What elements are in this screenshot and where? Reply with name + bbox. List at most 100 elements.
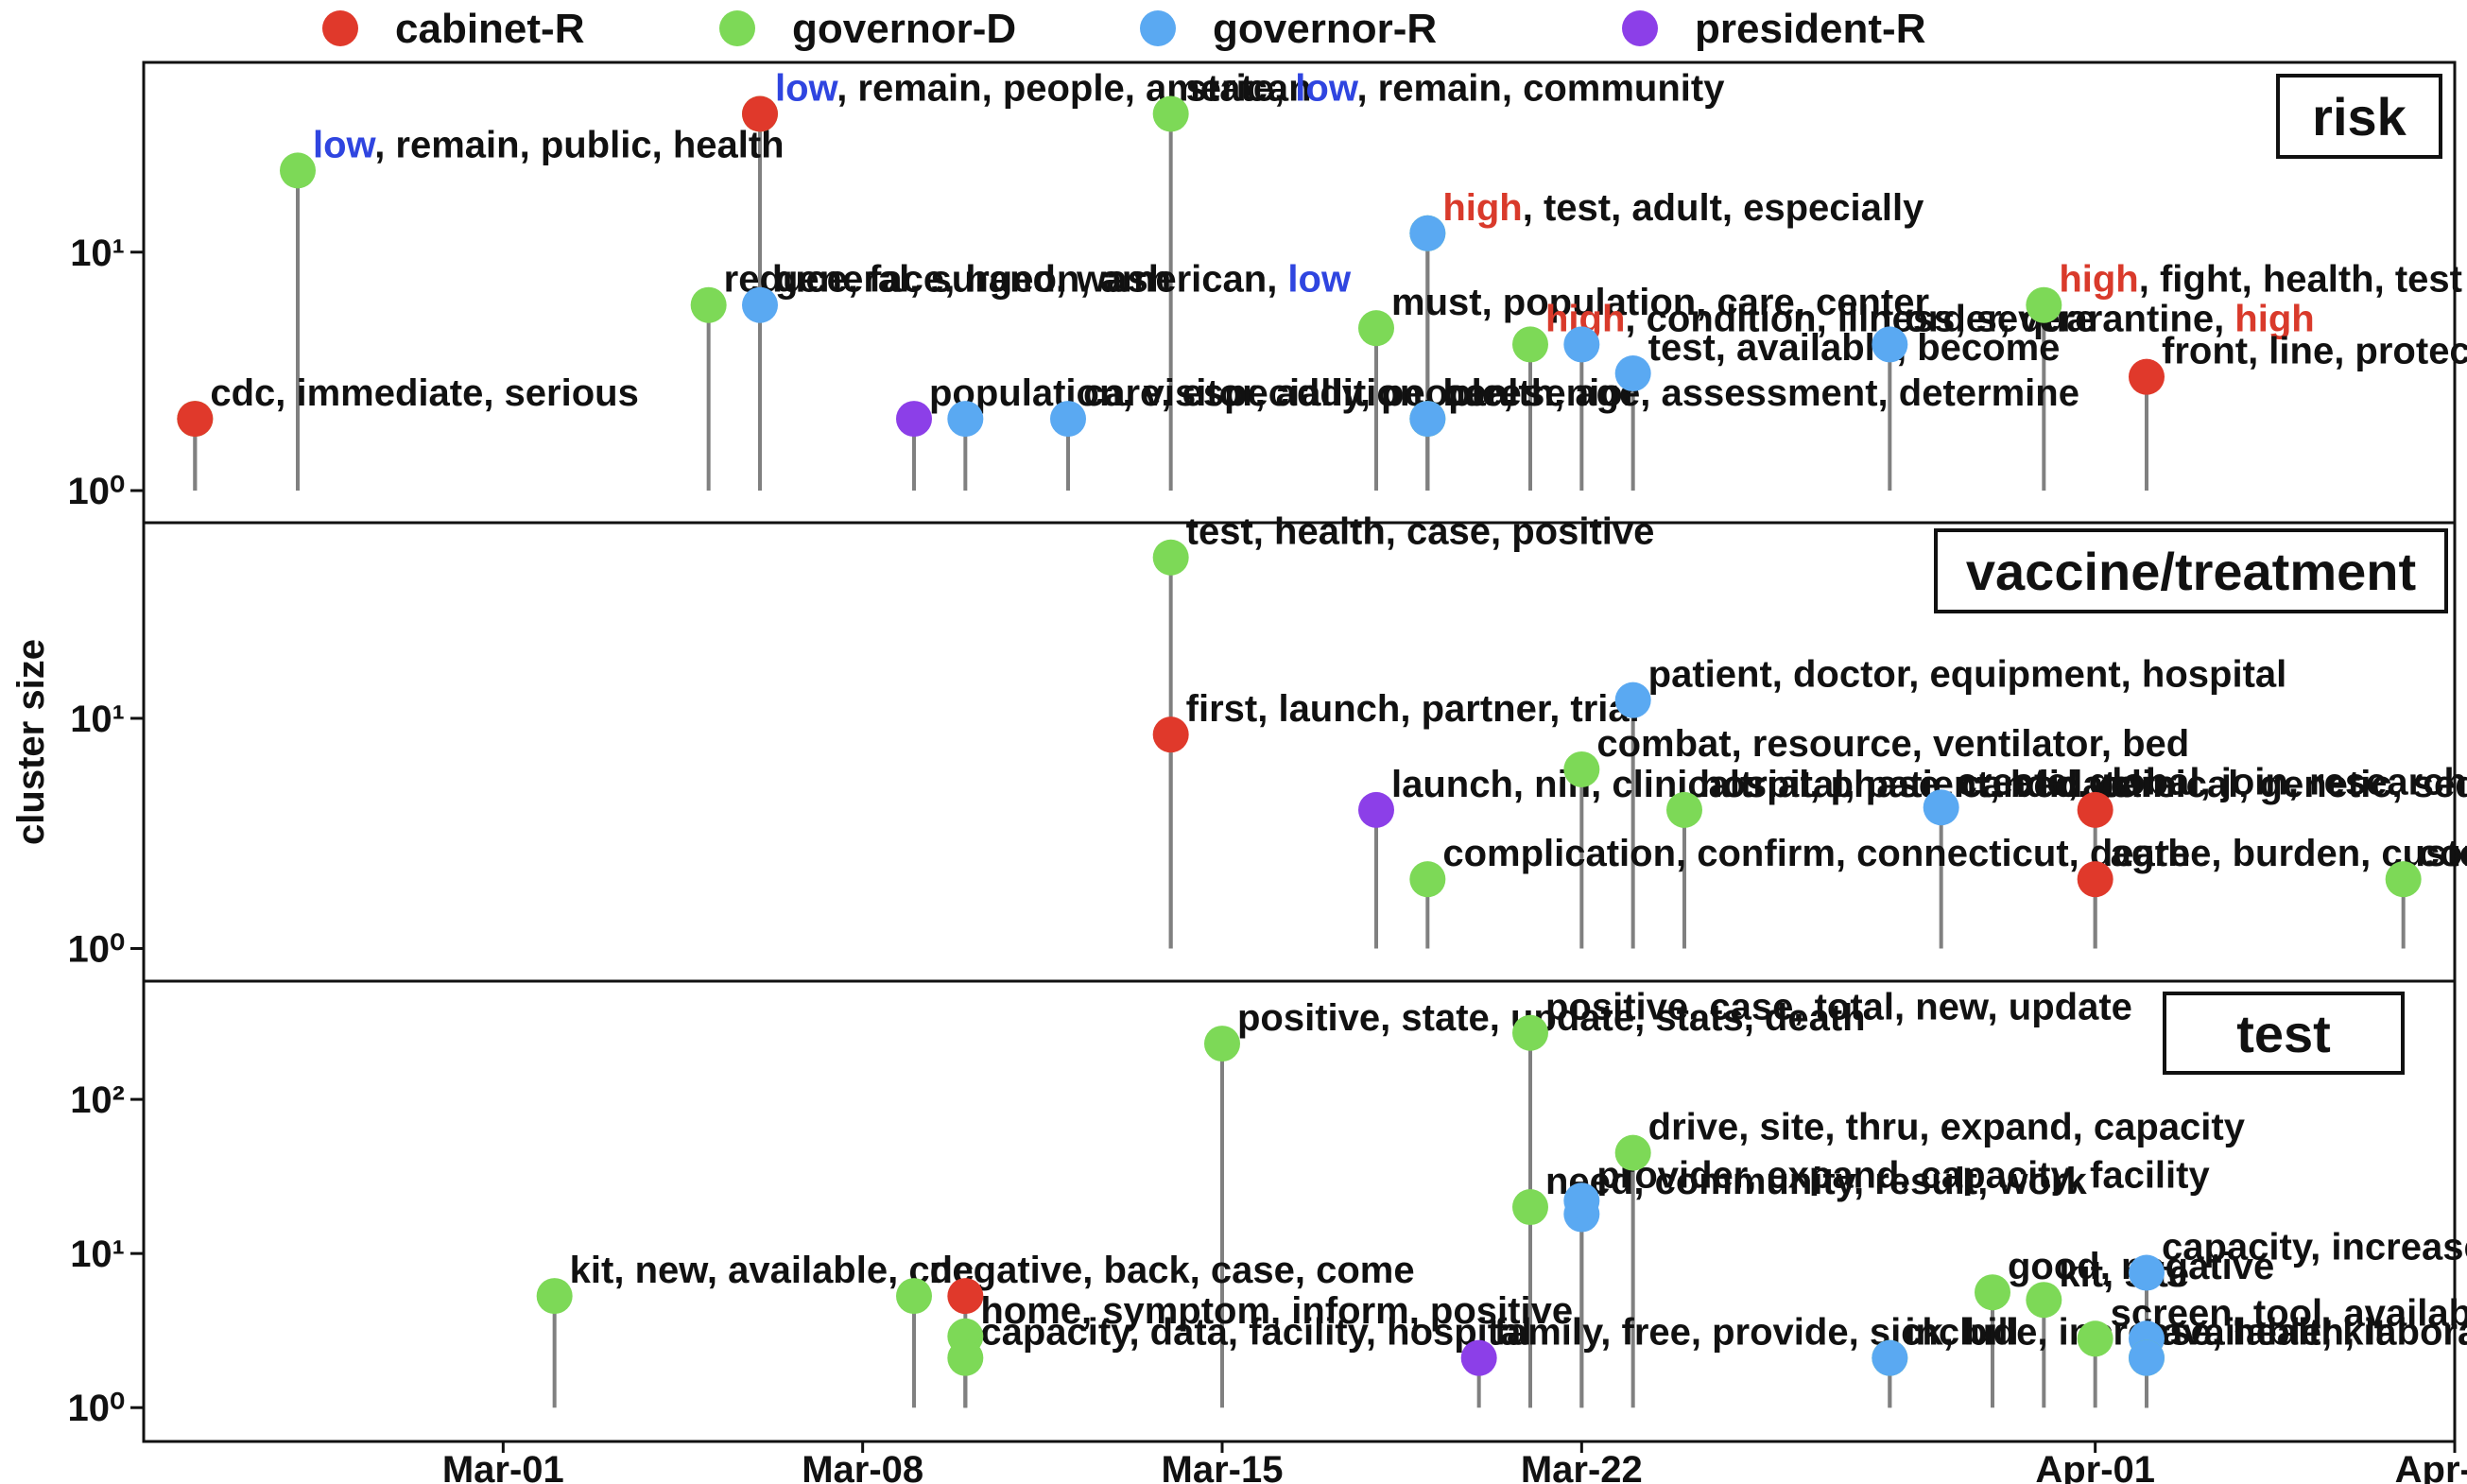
point-marker bbox=[1409, 215, 1446, 251]
point-marker bbox=[1050, 401, 1086, 438]
y-tick-label: 10¹ bbox=[70, 233, 125, 274]
legend-marker bbox=[1140, 10, 1176, 46]
point-marker bbox=[1563, 326, 1600, 363]
point-marker bbox=[690, 286, 727, 323]
point-marker bbox=[2129, 1339, 2165, 1376]
point-label: positive, state, update, stats, death bbox=[1237, 997, 1866, 1039]
point-label: kit, site bbox=[2059, 1253, 2189, 1295]
point-marker bbox=[1152, 95, 1189, 132]
y-axis-label: cluster size bbox=[10, 639, 52, 845]
panel-title-box bbox=[1934, 528, 2448, 613]
point-marker bbox=[2026, 1282, 2062, 1319]
panels: 10⁰ 10¹ cdc, immediate, serious low, remain… bbox=[67, 60, 2467, 1443]
point-label: available, kit bbox=[2162, 1312, 2387, 1354]
panel-title-box bbox=[2276, 74, 2442, 159]
point-marker bbox=[1666, 791, 1702, 828]
point-label: provider, expand, capacity, facility bbox=[1596, 1154, 2210, 1196]
point-marker bbox=[1512, 326, 1548, 363]
point-marker bbox=[2385, 861, 2422, 898]
panel-title-box bbox=[2163, 992, 2405, 1075]
point-marker bbox=[1409, 861, 1446, 898]
point-marker bbox=[742, 95, 778, 132]
point-marker bbox=[1512, 1014, 1548, 1051]
point-marker bbox=[1512, 1189, 1548, 1226]
x-tick-label: Mar-15 bbox=[1162, 1449, 1284, 1484]
x-tick-label: Apr-01 bbox=[2035, 1449, 2155, 1484]
point-label: general, surgeon, american, low bbox=[775, 259, 1352, 301]
point-label: health, age, assessment, determine bbox=[1442, 372, 2079, 414]
point-marker bbox=[2077, 791, 2113, 828]
point-marker bbox=[1409, 401, 1446, 438]
point-label: capacity, increase, utah bbox=[2162, 1227, 2467, 1268]
point-marker bbox=[2129, 1254, 2165, 1291]
legend-item-governor-D: governor-D bbox=[719, 6, 1016, 52]
point-label: reduce, face, hand, wash bbox=[724, 259, 1172, 301]
y-tick-label: 10¹ bbox=[70, 1234, 125, 1275]
point-label: care, especially, people, senior bbox=[1083, 372, 1637, 414]
point-label: front, line, protect bbox=[2162, 331, 2467, 372]
x-tick-label: Mar-08 bbox=[802, 1449, 923, 1484]
point-label: capacity, data, facility, hospital bbox=[980, 1312, 1531, 1354]
point-label: first, launch, partner, trial bbox=[1186, 688, 1640, 730]
point-marker bbox=[1358, 791, 1394, 828]
point-marker bbox=[536, 1278, 573, 1315]
point-marker bbox=[280, 152, 316, 189]
point-marker bbox=[1563, 751, 1600, 787]
point-label: cdc, immediate, serious bbox=[210, 372, 639, 414]
y-tick-label: 10⁰ bbox=[67, 928, 125, 970]
point-label: state, low, remain, community bbox=[1186, 68, 1726, 110]
point-marker bbox=[1152, 539, 1189, 576]
point-marker bbox=[1614, 355, 1651, 392]
point-marker bbox=[947, 401, 984, 438]
point-marker bbox=[2129, 358, 2165, 395]
y-tick-label: 10¹ bbox=[70, 699, 125, 740]
point-label: family, free, provide, sick, bill bbox=[1494, 1312, 2019, 1354]
legend-label: governor-D bbox=[792, 6, 1016, 52]
panel-0: 10⁰ 10¹ cdc, immediate, serious low, remain… bbox=[67, 60, 2467, 525]
x-tick-label: Mar-01 bbox=[442, 1449, 564, 1484]
panel-frame bbox=[142, 979, 2457, 1443]
point-label: complication, confirm, connecticut, deat… bbox=[1442, 833, 2190, 874]
point-marker bbox=[896, 1278, 932, 1315]
point-marker bbox=[1614, 1134, 1651, 1171]
y-tick-label: 10² bbox=[70, 1079, 125, 1121]
point-label: combat, resource, ventilator, bed bbox=[1596, 723, 2189, 765]
y-tick-label: 10⁰ bbox=[67, 1388, 125, 1429]
point-label: launch, nih, clinicaltrial, phase, candi… bbox=[1391, 764, 2137, 805]
point-label: patient, doctor, equipment, hospital bbox=[1648, 654, 2287, 696]
legend-item-cabinet-R: cabinet-R bbox=[322, 6, 584, 52]
point-label: low, remain, people, american bbox=[775, 68, 1312, 110]
point-marker bbox=[2077, 861, 2113, 898]
y-tick-label: 10⁰ bbox=[67, 471, 125, 512]
point-marker bbox=[1975, 1274, 2010, 1311]
point-label: include, increase, health, laboratory bbox=[1905, 1312, 2467, 1354]
point-label: screen, tool, available bbox=[2111, 1292, 2467, 1334]
panel-title: vaccine/treatment bbox=[1966, 542, 2416, 601]
point-marker bbox=[1872, 1339, 1908, 1376]
point-marker bbox=[1358, 310, 1394, 347]
legend-marker bbox=[1622, 10, 1658, 46]
point-label: test, available, become bbox=[1648, 327, 2061, 369]
point-marker bbox=[896, 401, 932, 438]
x-tick-label: Apr-08 bbox=[2395, 1449, 2467, 1484]
point-marker bbox=[1204, 1026, 1240, 1062]
point-label: home, symptom, inform, positive bbox=[980, 1290, 1573, 1332]
point-marker bbox=[2077, 1320, 2113, 1357]
panel-title: risk bbox=[2312, 87, 2407, 147]
point-marker bbox=[947, 1339, 984, 1376]
point-marker bbox=[1563, 1182, 1600, 1219]
point-marker bbox=[2026, 286, 2062, 323]
point-marker bbox=[177, 401, 214, 438]
legend-item-governor-R: governor-R bbox=[1140, 6, 1437, 52]
panel-title: test bbox=[2236, 1004, 2331, 1063]
point-label: positive, case, total, new, update bbox=[1545, 987, 2132, 1028]
x-tick-label: Mar-22 bbox=[1521, 1449, 1643, 1484]
point-label: high, condition, illness, severe bbox=[1545, 298, 2096, 339]
legend-label: cabinet-R bbox=[395, 6, 584, 52]
point-marker bbox=[742, 286, 778, 323]
x-axis: Mar-01 Mar-08 Mar-15 Mar-22 Apr-01 Apr-08 bbox=[442, 1441, 2467, 1484]
legend-label: governor-R bbox=[1213, 6, 1437, 52]
